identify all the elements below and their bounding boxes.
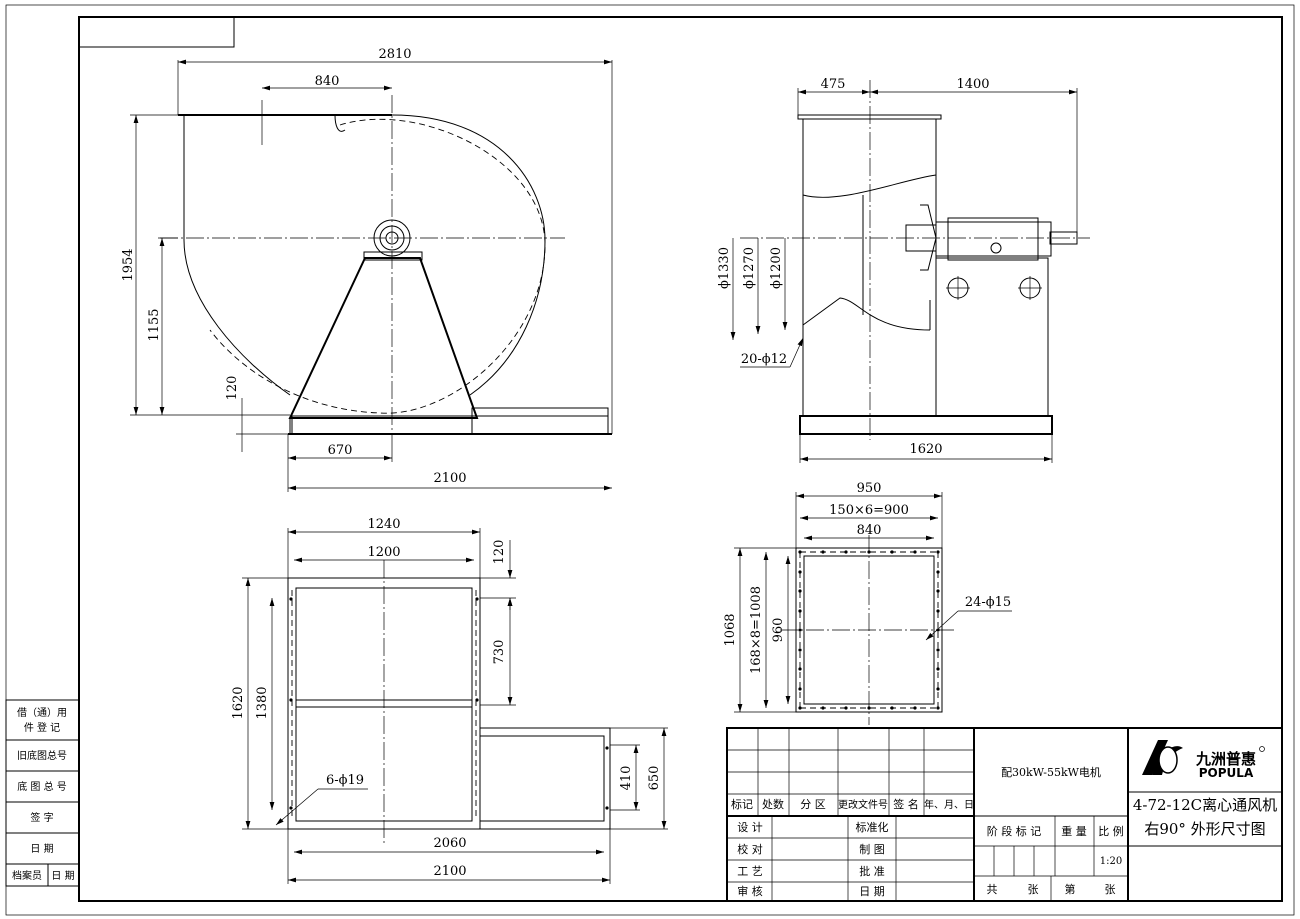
dim-side-right: 1400 — [956, 77, 989, 92]
tb-h-riqi: 年、月、日 — [924, 798, 974, 811]
tb-h-chushu: 处数 — [762, 798, 784, 811]
side-table-r3: 底 图 总 号 — [17, 780, 67, 793]
dim-diameter-1200: ϕ1200 — [769, 247, 784, 289]
outlet-bolt-holes — [798, 550, 940, 710]
front-view: 2810 840 1954 1155 120 670 2100 — [121, 47, 613, 492]
tb-biaozhunhua: 标准化 — [856, 820, 889, 834]
outlet-view: 950 150×6=900 840 1068 168×8=1008 960 24… — [723, 481, 1012, 725]
dim-side-left: 475 — [821, 77, 846, 92]
dim-base-height: 120 — [225, 376, 240, 401]
tb-scale: 1:20 — [1100, 856, 1122, 867]
dim-plan-length-2100: 2100 — [433, 864, 466, 879]
dim-outlet-width-840: 840 — [857, 523, 882, 538]
tb-pizhun: 批 准 — [859, 864, 885, 878]
dim-plan-height-1380: 1380 — [255, 686, 270, 719]
tb-h-genggai: 更改文件号 — [838, 798, 888, 811]
side-table-r2: 旧底图总号 — [17, 749, 67, 762]
side-view: 475 1400 ϕ1330 ϕ1270 ϕ1200 20-ϕ12 1620 — [717, 77, 1090, 463]
dim-outlet-pitch-h: 168×8=1008 — [749, 586, 764, 674]
popula-logo: 九洲普惠 POPULA — [1142, 740, 1265, 780]
dim-front-height: 1954 — [121, 248, 136, 281]
tb-weight: 重 量 — [1061, 824, 1087, 838]
left-record-table: 借（通）用 件 登 记 旧底图总号 底 图 总 号 签 字 日 期 档案员 日 … — [5, 699, 80, 887]
tb-riqi: 日 期 — [859, 885, 885, 898]
plan-view: 1240 1200 1620 1380 120 730 410 650 6-ϕ1… — [231, 517, 668, 884]
tb-drawing-title: 右90° 外形尺寸图 — [1144, 820, 1265, 838]
dim-front-width: 2810 — [378, 47, 411, 62]
tb-jiaodui: 校 对 — [737, 842, 763, 856]
side-table-r1a: 借（通）用 — [17, 707, 67, 719]
dim-plan-width-1200: 1200 — [367, 545, 400, 560]
plan-holes-label: 6-ϕ19 — [326, 773, 364, 788]
tb-shenhe: 审 核 — [737, 884, 763, 898]
tb-di: 第 — [1065, 882, 1076, 896]
tb-sheji: 设 计 — [737, 821, 763, 834]
tb-h-biaoji: 标记 — [731, 797, 753, 811]
tb-stage: 阶 段 标 记 — [987, 824, 1042, 838]
tb-motor: 配30kW-55kW电机 — [1001, 765, 1101, 779]
side-table-r6a: 档案员 — [12, 869, 42, 882]
tb-model: 4-72-12C离心通风机 — [1133, 796, 1277, 814]
dim-diameter-1330: ϕ1330 — [717, 247, 732, 289]
sheet-border — [5, 4, 1295, 916]
dim-plan-mid: 730 — [492, 640, 507, 665]
dim-outlet-pitch-w: 150×6=900 — [829, 503, 909, 518]
side-table-r1b: 件 登 记 — [24, 721, 60, 734]
tb-zhang2: 张 — [1105, 883, 1116, 896]
dim-shaft-offset: 840 — [315, 74, 340, 89]
dim-outlet-height-1068: 1068 — [723, 613, 738, 646]
tb-gongyi: 工 艺 — [737, 865, 763, 878]
dim-base-length: 2100 — [433, 471, 466, 486]
side-holes-label: 20-ϕ12 — [741, 352, 787, 367]
title-block: 标记 处数 分 区 更改文件号 签 名 年、月、日 设 计 校 对 工 艺 审 … — [726, 727, 1283, 902]
dim-outlet-width-950: 950 — [857, 481, 882, 496]
tb-scale-label: 比 例 — [1098, 824, 1124, 838]
dim-plan-ext-410: 410 — [619, 766, 634, 791]
tb-h-qianming: 签 名 — [893, 797, 919, 811]
dim-plan-top: 120 — [492, 540, 507, 565]
dim-plan-ext-650: 650 — [647, 766, 662, 791]
outlet-holes-label: 24-ϕ15 — [965, 595, 1011, 610]
side-table-r5: 日 期 — [30, 843, 53, 855]
logo-brand-cn: 九洲普惠 — [1195, 750, 1256, 768]
dim-plan-length-2060: 2060 — [433, 836, 466, 851]
tb-zhang1: 张 — [1028, 883, 1039, 896]
dim-diameter-1270: ϕ1270 — [742, 247, 757, 289]
logo-brand-en: POPULA — [1199, 766, 1254, 780]
side-table-r4: 签 字 — [30, 811, 53, 824]
tb-h-fenqu: 分 区 — [800, 798, 826, 811]
dim-plan-height-1620: 1620 — [231, 686, 246, 719]
dim-side-base: 1620 — [909, 442, 942, 457]
dim-plan-width-1240: 1240 — [367, 517, 400, 532]
dim-shaft-height: 1155 — [147, 308, 162, 341]
tb-zhitu: 制 图 — [859, 843, 885, 856]
tb-gong: 共 — [987, 883, 998, 896]
side-table-r6b: 日 期 — [51, 870, 74, 882]
dim-outlet-height-960: 960 — [771, 618, 786, 643]
dim-base-offset: 670 — [328, 443, 353, 458]
